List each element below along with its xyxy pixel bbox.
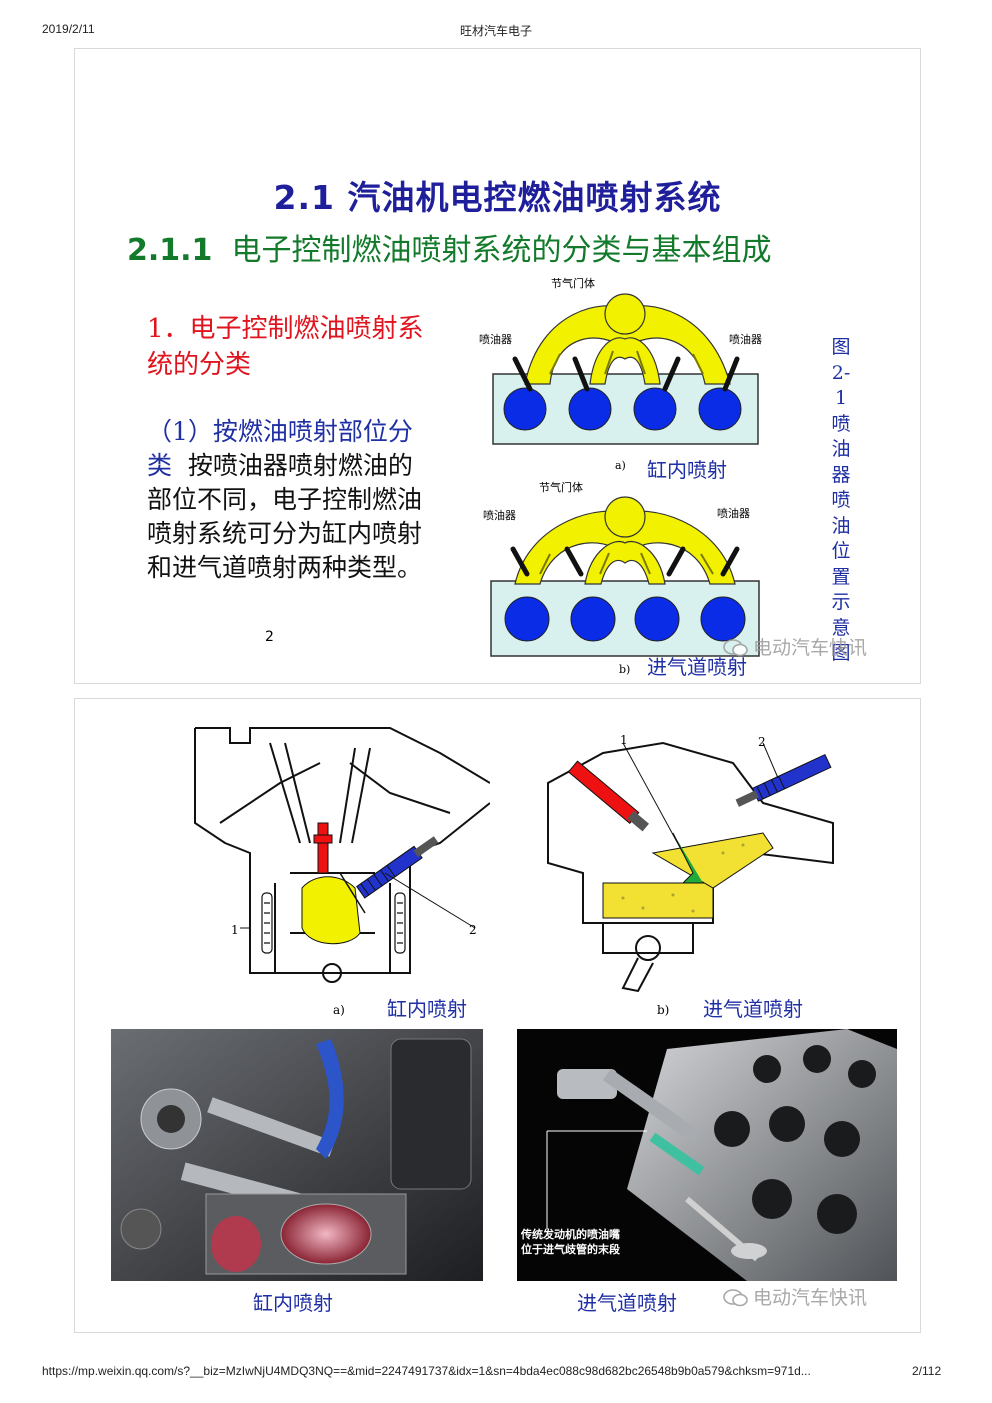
engine-photo-port-injection: 传统发动机的喷油嘴 位于进气歧管的末段 <box>517 1029 897 1281</box>
watermark: 电动汽车快讯 <box>723 633 867 660</box>
subtitle-number: 2.1.1 <box>127 233 213 268</box>
section-heading: 1．电子控制燃油喷射系统的分类 <box>147 314 424 380</box>
print-date: 2019/2/11 <box>42 22 95 36</box>
page-url: https://mp.weixin.qq.com/s?__biz=MzIwNjU… <box>42 1364 811 1378</box>
slide-1: 2.1 汽油机电控燃油喷射系统 2.1.1 电子控制燃油喷射系统的分类与基本组成… <box>74 48 921 684</box>
body-paragraph: （1）按燃油喷射部位分类 按喷油器喷射燃油的部位不同，电子控制燃油喷射系统可分为… <box>147 415 437 585</box>
label-throttle-a: 节气门体 <box>551 277 595 290</box>
injection-diagram-a <box>492 293 759 445</box>
diag-b-sub: b) <box>657 1003 670 1017</box>
photo-right-annotation-line2: 位于进气歧管的末段 <box>521 1243 620 1256</box>
engine-photo-direct-injection <box>111 1029 483 1281</box>
page-counter: 2/112 <box>912 1364 942 1378</box>
figure-caption-vertical: 图2-1喷油器喷油位置示意图 <box>831 336 851 664</box>
watermark-2: 电动汽车快讯 <box>723 1283 867 1310</box>
engine-section-diagram-a <box>194 727 490 983</box>
photo-right-annotation: 传统发动机的喷油嘴 位于进气歧管的末段 <box>521 1227 620 1257</box>
diag-a-caption: 缸内喷射 <box>387 997 467 1021</box>
photo-right-annotation-line1: 传统发动机的喷油嘴 <box>521 1228 620 1241</box>
diag-a-sub: a) <box>333 1003 345 1017</box>
figure-sub-b: b) <box>619 663 631 676</box>
diag-a-label-2: 2 <box>469 923 477 937</box>
wechat-icon <box>723 1289 748 1307</box>
photo-left-caption: 缸内喷射 <box>253 1291 333 1315</box>
document-title: 旺材汽车电子 <box>459 24 532 38</box>
slide-subtitle: 2.1.1 电子控制燃油喷射系统的分类与基本组成 <box>127 225 772 269</box>
subtitle-text: 电子控制燃油喷射系统的分类与基本组成 <box>231 233 772 268</box>
body-text: 按喷油器喷射燃油的部位不同，电子控制燃油喷射系统可分为缸内喷射和进气道喷射两种类… <box>147 451 423 582</box>
label-throttle-b: 节气门体 <box>539 481 583 494</box>
caption-in-cylinder: 缸内喷射 <box>647 458 727 482</box>
subsection-heading: （1）按燃油喷射部位分类 <box>147 417 413 480</box>
watermark-text: 电动汽车快讯 <box>753 637 868 659</box>
slide-2: 1 2 a) 缸内喷射 1 2 b) 进气道喷射 <box>74 698 921 1333</box>
diag-a-label-1: 1 <box>231 923 239 937</box>
diag-b-label-1: 1 <box>620 733 628 747</box>
caption-port: 进气道喷射 <box>647 655 747 679</box>
photo-right-caption: 进气道喷射 <box>577 1291 677 1315</box>
slide-page-number: 2 <box>265 629 274 645</box>
watermark-text: 电动汽车快讯 <box>753 1287 868 1309</box>
injection-diagram-b <box>490 496 760 657</box>
label-injector-left-a: 喷油器 <box>479 333 512 346</box>
engine-section-diagram-b <box>547 741 834 993</box>
label-injector-right-b: 喷油器 <box>717 507 750 520</box>
diag-b-label-2: 2 <box>758 735 766 749</box>
figure-sub-a: a) <box>615 459 626 472</box>
wechat-icon <box>723 639 748 657</box>
label-injector-left-b: 喷油器 <box>483 509 516 522</box>
diag-b-caption: 进气道喷射 <box>703 997 803 1021</box>
slide-title: 2.1 汽油机电控燃油喷射系统 <box>273 178 722 217</box>
label-injector-right-a: 喷油器 <box>729 333 762 346</box>
